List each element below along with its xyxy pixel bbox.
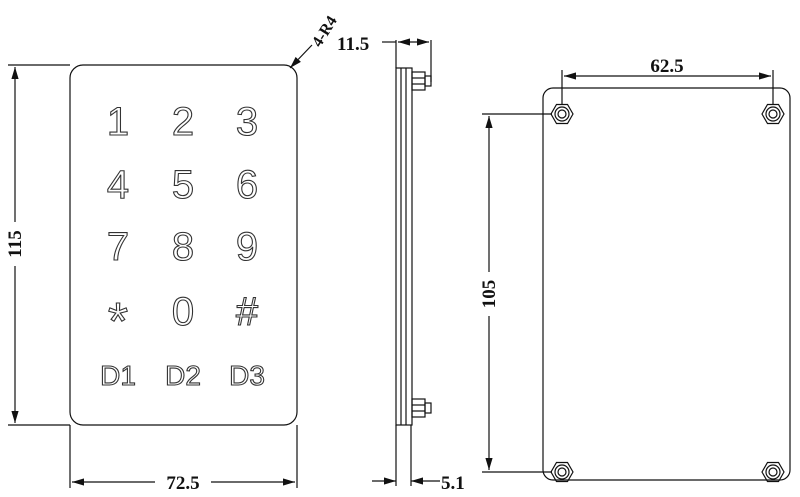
back-panel-outline [542,87,791,481]
key-D1: D1 [100,360,136,391]
side-view: 11.5 5.1 [337,34,465,494]
mounting-hole-nut-icon [761,103,785,125]
key-8: 8 [172,225,194,269]
side-bolt-bottom [411,398,432,418]
dim-width-label: 72.5 [166,473,199,494]
front-panel-outline [69,64,298,426]
key-D3: D3 [229,360,265,391]
key-7: 7 [107,225,129,269]
key-3: 3 [236,100,258,144]
dim-hole-vertical-label: 105 [479,280,500,309]
key-5: 5 [172,163,194,207]
back-view: 62.5 105 [478,56,791,483]
mounting-hole-nut-icon [550,461,574,483]
key-2: 2 [172,100,194,144]
key-4: 4 [107,163,129,207]
key-9: 9 [236,225,258,269]
dim-hole-horizontal-label: 62.5 [650,56,683,77]
radius-leader [289,44,313,69]
mounting-hole-nut-icon [761,461,785,483]
key-#: # [236,290,259,334]
side-plate [395,67,413,426]
side-bolt-top [411,71,432,91]
key-0: 0 [172,290,194,334]
dim-depth-label: 11.5 [337,34,369,55]
key-D2: D2 [165,360,201,391]
key-*: * [108,293,128,351]
key-1: 1 [107,100,129,144]
dim-height-label: 115 [5,230,26,257]
dim-thickness-label: 5.1 [441,473,465,494]
key-6: 6 [236,163,258,207]
mounting-hole-nut-icon [550,103,574,125]
